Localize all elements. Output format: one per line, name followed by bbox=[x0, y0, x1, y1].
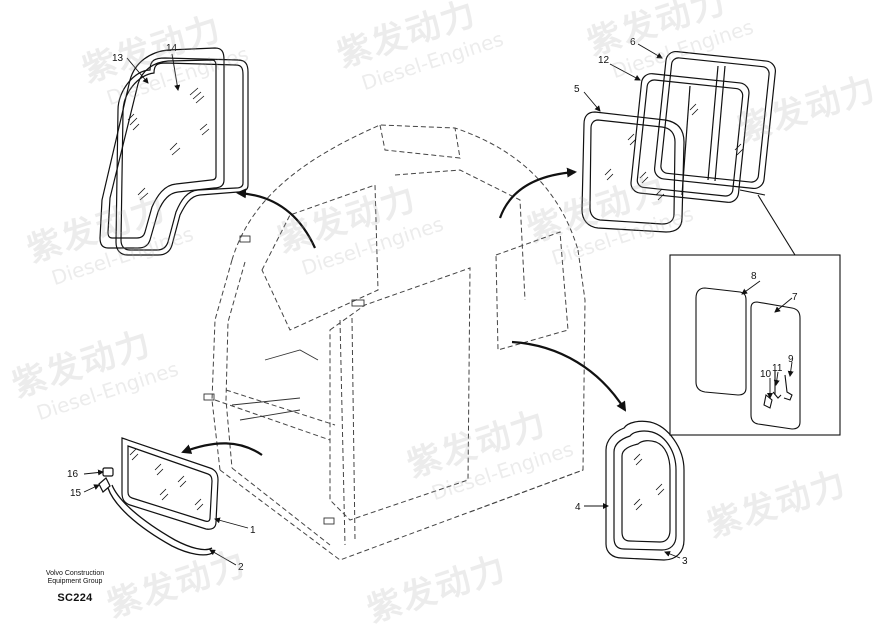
cab-frame bbox=[211, 124, 586, 561]
callout-13: 13 bbox=[112, 53, 124, 64]
callout-14: 14 bbox=[166, 43, 178, 54]
callout-1: 1 bbox=[250, 525, 256, 536]
diagram-code: SC224 bbox=[57, 592, 93, 604]
door-upper-window-assembly bbox=[99, 47, 249, 256]
callout-10: 10 bbox=[760, 369, 772, 380]
callout-5: 5 bbox=[574, 84, 580, 95]
callout-9: 9 bbox=[788, 354, 794, 365]
callout-15: 15 bbox=[70, 488, 82, 499]
callout-16: 16 bbox=[67, 469, 79, 480]
callout-labels: 1 2 3 4 5 6 7 8 9 10 11 12 13 14 15 16 bbox=[67, 37, 798, 573]
front-window-assembly bbox=[581, 50, 776, 233]
callout-7: 7 bbox=[792, 292, 798, 303]
callout-2: 2 bbox=[238, 562, 244, 573]
brand-block: Volvo Construction Equipment Group SC224 bbox=[30, 570, 120, 604]
callout-8: 8 bbox=[751, 271, 757, 282]
callout-6: 6 bbox=[630, 37, 636, 48]
callout-12: 12 bbox=[598, 55, 610, 66]
rear-window-assembly bbox=[605, 420, 685, 561]
lower-window-assembly bbox=[98, 437, 219, 556]
callout-4: 4 bbox=[575, 502, 581, 513]
callout-11: 11 bbox=[772, 363, 783, 374]
arrow-to-rear-window bbox=[511, 340, 627, 412]
leader-lines bbox=[83, 43, 794, 566]
arrow-to-door-window bbox=[236, 188, 317, 249]
arrow-to-front-windows bbox=[498, 167, 577, 219]
brand-line-2: Equipment Group bbox=[47, 578, 103, 585]
detail-box bbox=[669, 189, 841, 436]
arrow-to-lower-window bbox=[181, 442, 263, 456]
callout-3: 3 bbox=[682, 556, 688, 567]
flow-arrows bbox=[181, 167, 627, 456]
hinge-details bbox=[203, 235, 365, 525]
brand-line-1: Volvo Construction bbox=[45, 570, 105, 577]
